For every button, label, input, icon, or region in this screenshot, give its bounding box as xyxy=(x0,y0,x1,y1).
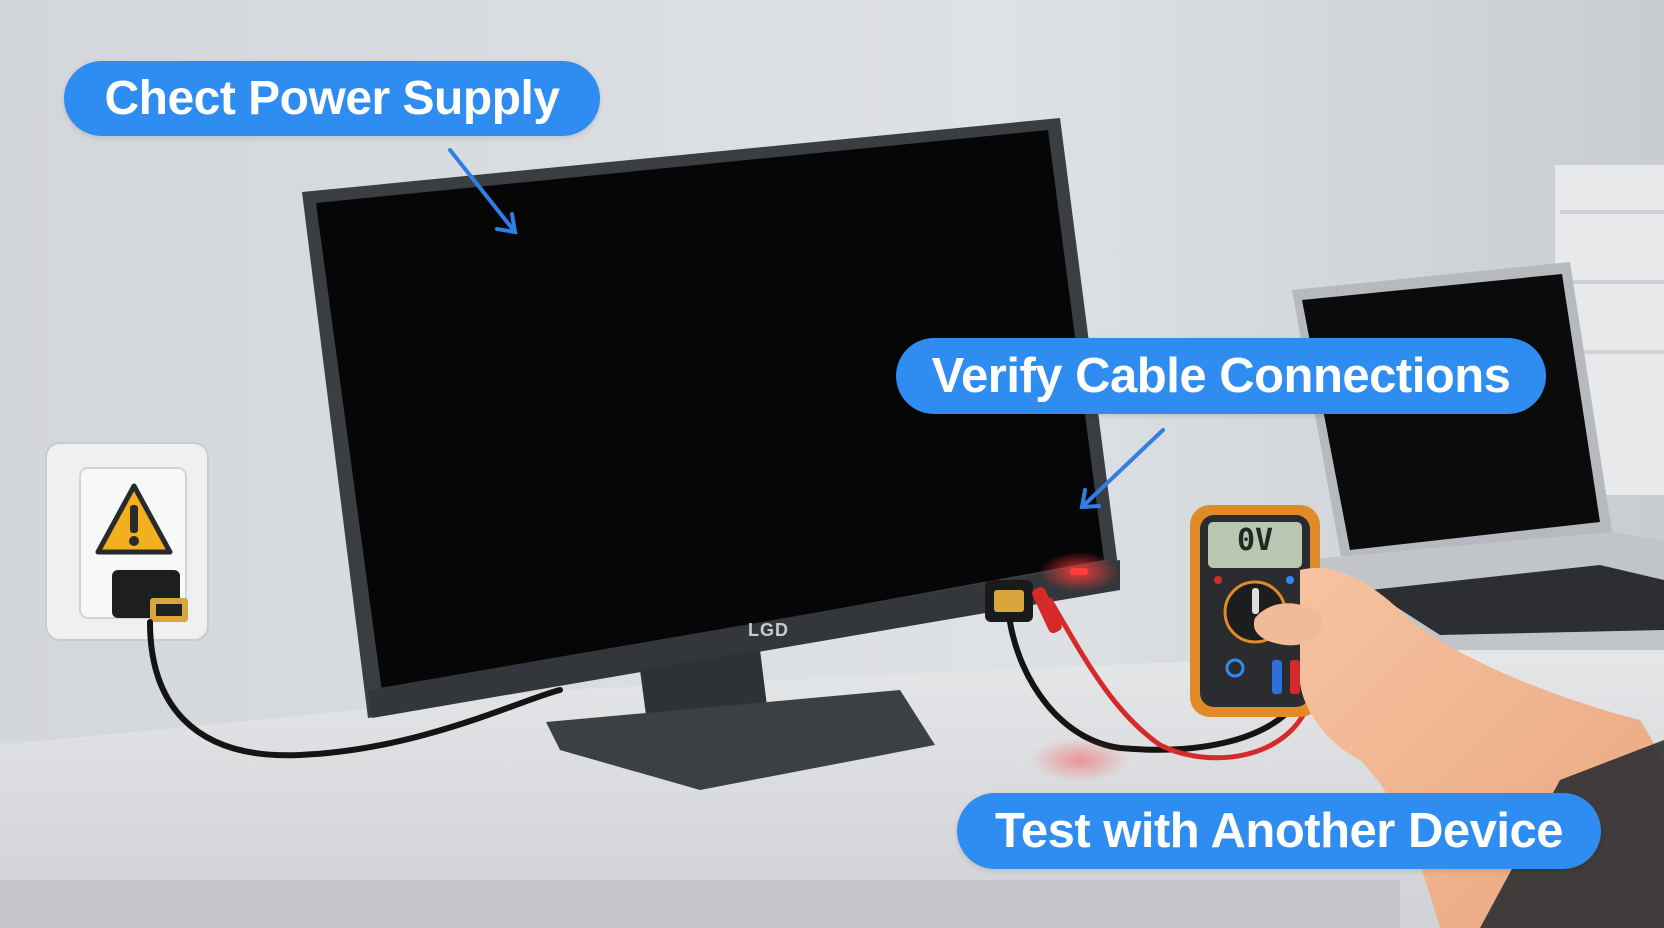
monitor xyxy=(302,118,1120,790)
red-probe-cable xyxy=(1047,597,1313,761)
desk-edge xyxy=(0,880,1400,928)
arrow-to-led xyxy=(1079,428,1165,510)
power-cable xyxy=(147,619,563,759)
callout-verify-cable-connections: Verify Cable Connections xyxy=(896,338,1546,414)
arrow-to-screen xyxy=(448,148,518,235)
red-probe xyxy=(1032,586,1062,634)
monitor-brand-logo: LGD xyxy=(748,620,789,640)
multimeter-lcd xyxy=(1208,522,1302,568)
multimeter xyxy=(1190,505,1320,717)
wall-outlet xyxy=(45,442,209,641)
multimeter-reading: 0V xyxy=(1236,522,1274,558)
callout-test-another-device: Test with Another Device xyxy=(957,793,1601,869)
callout-check-power-supply: Chect Power Supply xyxy=(64,61,600,136)
